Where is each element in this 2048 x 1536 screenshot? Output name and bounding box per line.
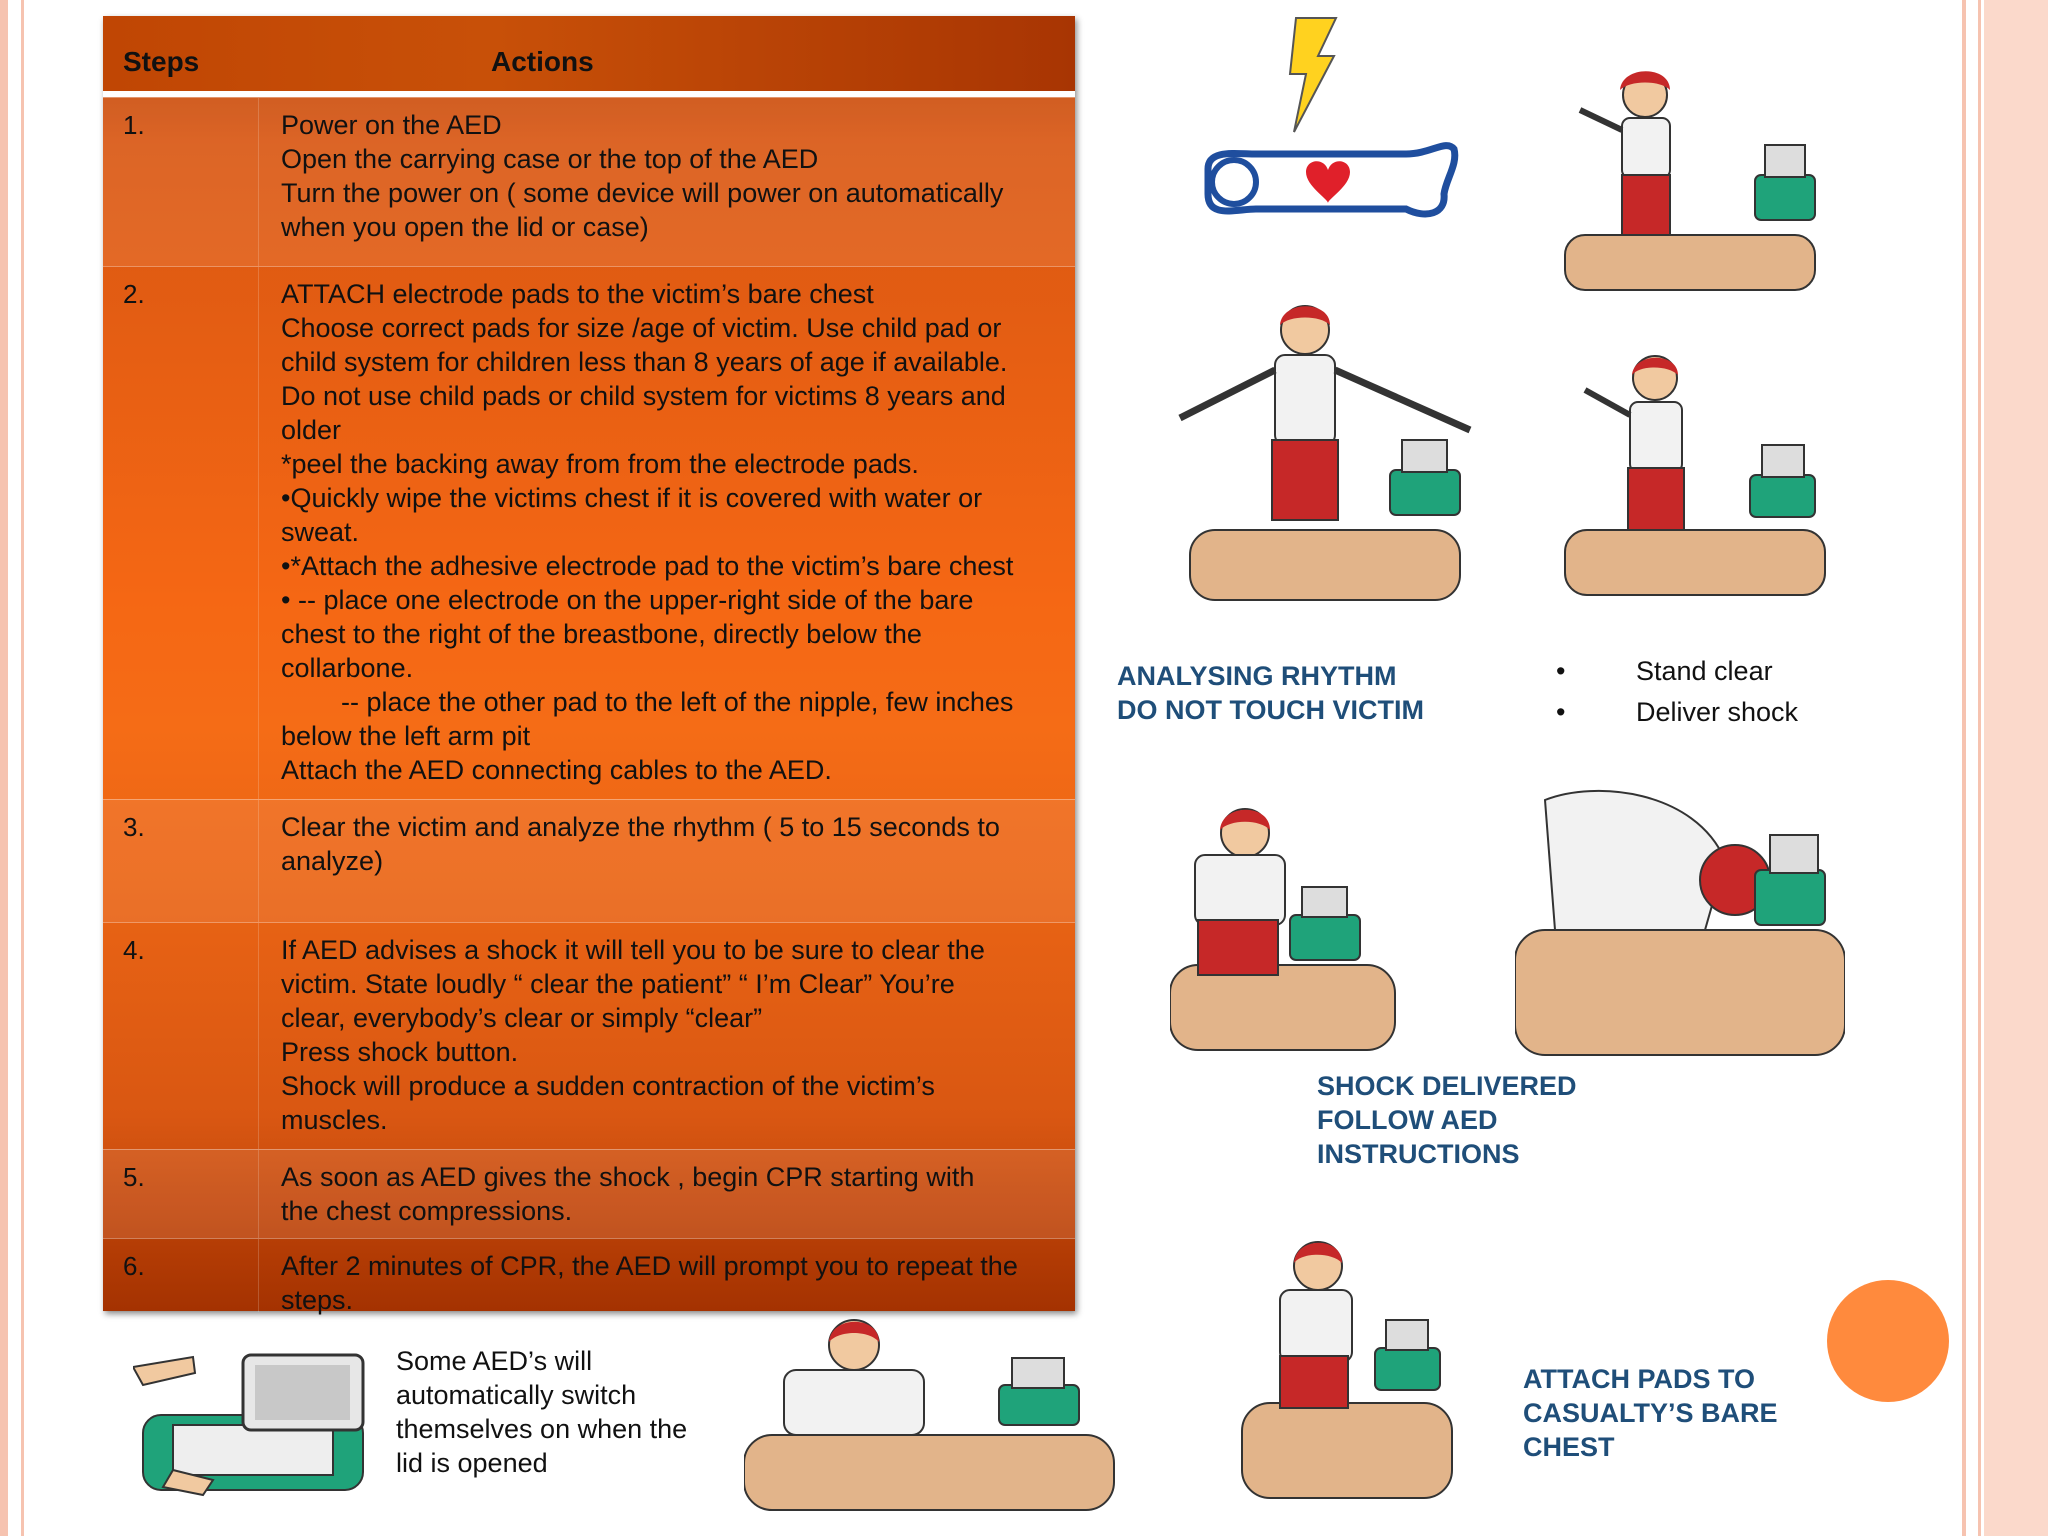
shock-delivered-caption: SHOCK DELIVERED FOLLOW AED INSTRUCTIONS [1317,1071,1577,1169]
defibrillator-shock-icon [1204,17,1459,218]
step-actions: After 2 minutes of CPR, the AED will pro… [281,1251,1018,1315]
decorative-orange-circle [1827,1280,1949,1402]
some-aed-caption: Some AED’s will automatically switch the… [396,1346,688,1478]
heart-icon [1306,161,1350,203]
table-row-step-5: 5. As soon as AED gives the shock , begi… [103,1149,1075,1238]
slide-frame-right [1962,0,2048,1536]
step-actions: ATTACH electrode pads to the victim’s ba… [281,279,1014,785]
rescuer-deliver-shock-illustration [1564,355,1826,596]
analysing-caption: ANALYSING RHYTHM DO NOT TOUCH VICTIM [1117,661,1424,725]
step-number: 4. [123,935,145,965]
attach-pads-caption: ATTACH PADS TO CASUALTY’S BARE CHEST [1523,1364,1778,1462]
step-actions: As soon as AED gives the shock , begin C… [281,1162,975,1226]
step-number: 5. [123,1162,145,1192]
step-actions: If AED advises a shock it will tell you … [281,935,985,1135]
rescuer-placing-pads-illustration [744,1319,1115,1511]
table-row-step-4: 4. If AED advises a shock it will tell y… [103,922,1075,1149]
rescuer-attach-pads-illustration [1241,1241,1453,1499]
step-actions: Clear the victim and analyze the rhythm … [281,812,1000,876]
aed-lid-opening-illustration [133,1353,365,1497]
table-row-step-2: 2. ATTACH electrode pads to the victim’s… [103,266,1075,799]
step-number: 3. [123,812,145,842]
lightning-bolt-icon [1288,17,1338,133]
cpr-illustration [1170,808,1396,1051]
table-row-step-3: 3. Clear the victim and analyze the rhyt… [103,799,1075,922]
rescuer-analysing-illustration [1178,305,1472,601]
header-actions: Actions [491,46,594,77]
step-number: 2. [123,279,145,309]
step-number: 1. [123,110,145,140]
rescue-breath-illustration [1515,789,1845,1056]
table-row-step-6: 6. After 2 minutes of CPR, the AED will … [103,1238,1075,1315]
header-steps: Steps [123,46,200,77]
step-number: 6. [123,1251,145,1281]
slide-frame-left [0,0,24,1536]
table-header: Steps Actions [103,16,1075,97]
rescuer-stand-clear-illustration [1564,71,1816,291]
